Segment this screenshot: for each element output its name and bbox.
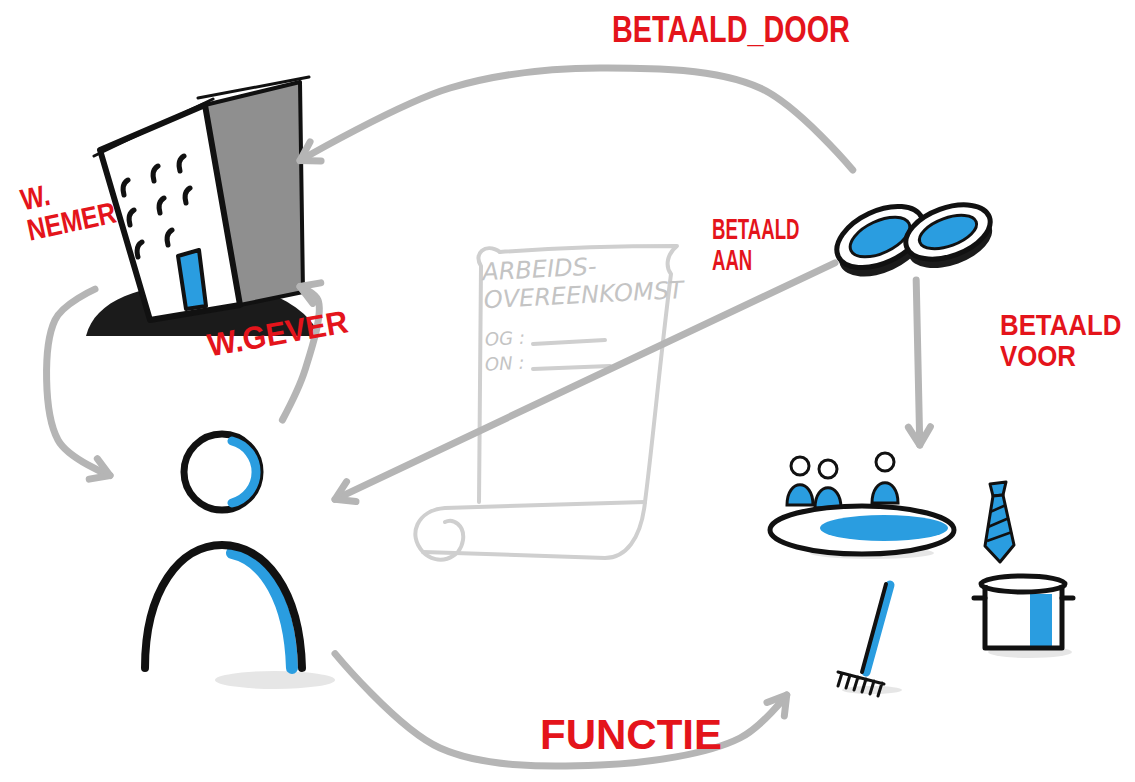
arrow-connector bbox=[916, 280, 920, 445]
contract-field: OG : bbox=[485, 326, 556, 350]
arrow-connector bbox=[282, 287, 319, 420]
contract-title: ARBEIDS- OVEREENKOMST bbox=[482, 249, 690, 315]
person-icon bbox=[110, 420, 335, 685]
contract-scroll: ARBEIDS- OVEREENKOMSTOG :ON : bbox=[405, 240, 685, 570]
person-head bbox=[184, 434, 260, 510]
employer-building bbox=[95, 85, 300, 335]
flow-label: BETAALD VOOR bbox=[1000, 310, 1121, 371]
flow-label: BETAALD_DOOR bbox=[612, 12, 850, 49]
rake-handle-highlight bbox=[866, 585, 890, 672]
attendee bbox=[787, 485, 813, 505]
roof-sketch bbox=[94, 77, 309, 156]
scroll-line bbox=[415, 502, 645, 560]
role-label: W. NEMER bbox=[18, 167, 119, 246]
flow-label: BETAALD AAN bbox=[712, 214, 799, 275]
meeting-table bbox=[770, 506, 954, 554]
window bbox=[167, 230, 172, 245]
coins-icon bbox=[835, 170, 995, 280]
pot-rim bbox=[981, 576, 1065, 592]
rake-head bbox=[838, 672, 884, 696]
attendee bbox=[819, 460, 837, 478]
pot-handles bbox=[974, 596, 1073, 601]
person-head-highlight bbox=[232, 441, 256, 503]
person-body bbox=[145, 545, 302, 668]
scroll-line bbox=[533, 366, 610, 369]
window bbox=[179, 156, 184, 171]
flow-label: FUNCTIE bbox=[540, 714, 722, 757]
coin bbox=[898, 194, 997, 269]
building-front bbox=[100, 105, 240, 320]
attendee bbox=[791, 457, 809, 475]
pot-highlight bbox=[1030, 594, 1052, 646]
attendee bbox=[872, 483, 898, 503]
work-activities bbox=[760, 445, 1085, 695]
window bbox=[185, 188, 190, 203]
window bbox=[137, 242, 142, 257]
scroll-line bbox=[533, 340, 605, 344]
window bbox=[123, 180, 128, 195]
tie-stripes bbox=[987, 505, 1012, 541]
scroll-line bbox=[423, 502, 645, 558]
window bbox=[159, 198, 164, 213]
arrow-connector bbox=[300, 68, 853, 170]
person-body-highlight bbox=[232, 553, 292, 668]
shadow bbox=[215, 671, 335, 689]
table-highlight bbox=[820, 515, 948, 541]
contract-field: ON : bbox=[485, 351, 556, 375]
arrow-connector bbox=[335, 654, 787, 766]
attendee bbox=[876, 453, 894, 471]
rake-handle bbox=[862, 584, 886, 672]
door bbox=[178, 250, 206, 309]
coin-face bbox=[915, 209, 981, 256]
arrow-connector bbox=[47, 289, 110, 475]
window bbox=[153, 166, 158, 181]
tie bbox=[985, 495, 1014, 562]
window bbox=[129, 210, 134, 225]
